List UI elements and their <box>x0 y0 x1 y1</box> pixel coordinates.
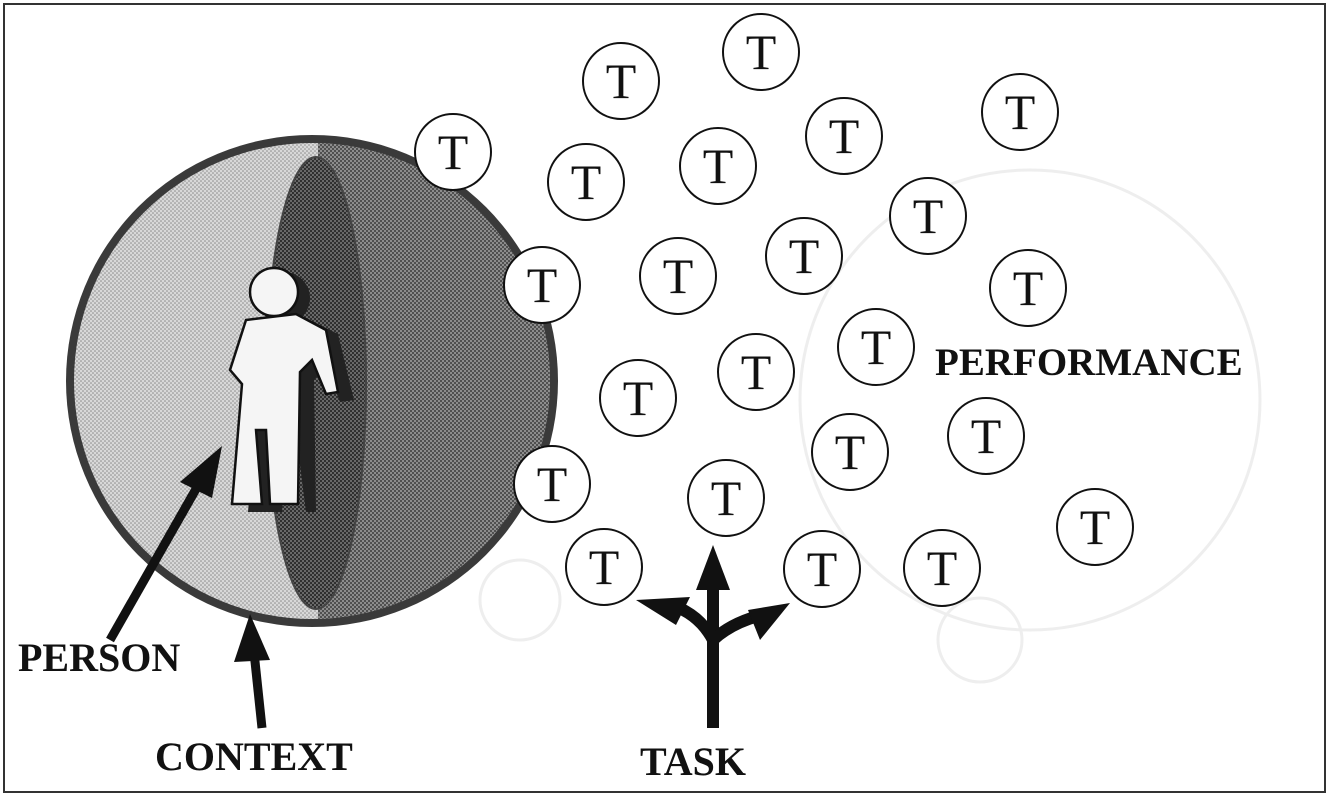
task-token: T <box>514 446 590 522</box>
task-token: T <box>600 360 676 436</box>
task-token: T <box>504 247 580 323</box>
task-token-letter: T <box>1013 260 1044 316</box>
task-token-letter: T <box>741 344 772 400</box>
task-token: T <box>812 414 888 490</box>
task-token: T <box>415 114 491 190</box>
context-label: CONTEXT <box>155 734 353 779</box>
task-token: T <box>838 309 914 385</box>
task-token-letter: T <box>927 540 958 596</box>
task-token: T <box>723 14 799 90</box>
task-token-letter: T <box>623 370 654 426</box>
task-token: T <box>990 250 1066 326</box>
task-token: T <box>784 531 860 607</box>
task-token-letter: T <box>789 228 820 284</box>
task-token-letter: T <box>1080 499 1111 555</box>
task-token: T <box>766 218 842 294</box>
task-token: T <box>680 128 756 204</box>
context-arrow <box>234 614 270 728</box>
task-label: TASK <box>640 739 746 784</box>
task-token-letter: T <box>913 188 944 244</box>
person-label: PERSON <box>18 635 180 680</box>
task-token: T <box>904 530 980 606</box>
task-token-letter: T <box>606 53 637 109</box>
task-token: T <box>583 43 659 119</box>
task-token-letter: T <box>1005 84 1036 140</box>
task-token: T <box>640 238 716 314</box>
task-token-letter: T <box>537 456 568 512</box>
task-token-letter: T <box>746 24 777 80</box>
task-token: T <box>688 460 764 536</box>
task-token: T <box>806 98 882 174</box>
task-token-letter: T <box>711 470 742 526</box>
task-token: T <box>982 74 1058 150</box>
task-token: T <box>566 529 642 605</box>
task-token-letter: T <box>861 319 892 375</box>
task-token-letter: T <box>971 408 1002 464</box>
performance-label: PERFORMANCE <box>935 341 1243 384</box>
task-token-letter: T <box>807 541 838 597</box>
task-token: T <box>948 398 1024 474</box>
task-token: T <box>890 178 966 254</box>
task-token-letter: T <box>571 154 602 210</box>
task-token-letter: T <box>527 257 558 313</box>
task-token-letter: T <box>703 138 734 194</box>
task-token-letter: T <box>589 539 620 595</box>
task-token: T <box>548 144 624 220</box>
task-token-letter: T <box>663 248 694 304</box>
task-token: T <box>1057 489 1133 565</box>
task-token-letter: T <box>438 124 469 180</box>
task-token: T <box>718 334 794 410</box>
task-token-letter: T <box>829 108 860 164</box>
task-token-letter: T <box>835 424 866 480</box>
